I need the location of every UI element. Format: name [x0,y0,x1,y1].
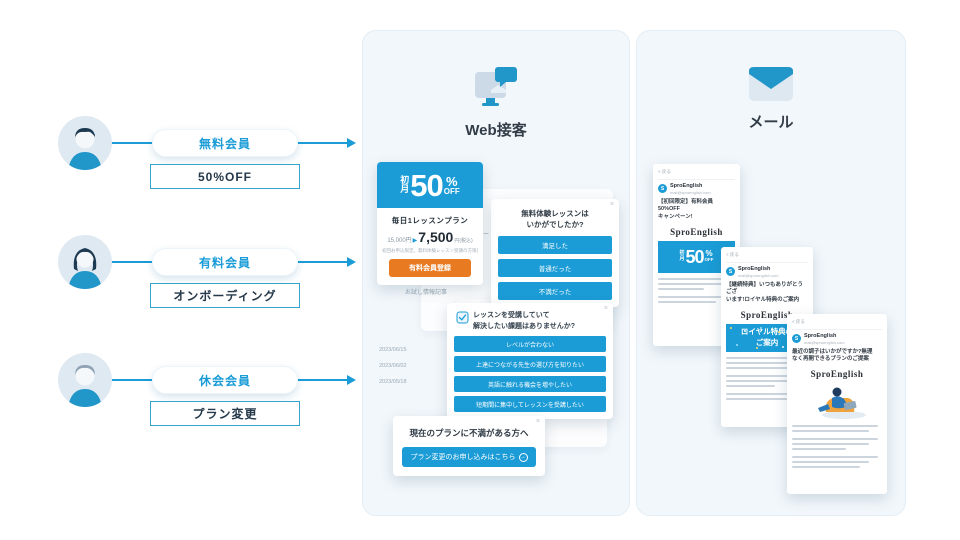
loyalty-banner-line1: ロイヤル特典の [740,327,794,337]
survey-option-neutral[interactable]: 普通だった [498,258,612,277]
promo-plan-name: 毎日1レッスンプラン [391,216,469,225]
sender-avatar: S [792,334,801,344]
promo-price-new: 7,500 [418,229,454,245]
close-icon[interactable]: × [603,305,608,312]
web-bg-tab-info[interactable]: お試し情報記事 [405,290,448,296]
avatar-free-member [58,116,112,170]
promo-register-button[interactable]: 有料会員登録 [388,259,472,277]
web-bg-date-1: 2023/06/15 [379,347,407,353]
sender-address: mail@sproenglish.com [804,339,845,345]
persona-pill-paused: 休会会員 [152,366,298,394]
promo-badge-percent: % [445,173,458,189]
issue-question-line2: 解決したい課題はありませんか? [473,322,576,330]
email-panel: メール < 戻る S SproEnglish mail@sproenglish.… [636,30,906,516]
email-back-link[interactable]: < 戻る [792,319,805,324]
issue-option-intensive[interactable]: 短期間に集中してレッスンを受講したい [454,396,606,412]
issue-option-level[interactable]: レベルが合わない [454,336,606,352]
persona-label-paused: 休会会員 [198,373,251,388]
sender-name: SproEnglish [804,333,837,339]
envelope-icon [749,67,793,101]
promo-badge-off: OFF [443,186,460,196]
email-badge-percent: % [705,249,713,259]
email-subject-line2: います!ロイヤル特典のご案内 [726,296,800,303]
close-icon[interactable]: × [535,418,540,425]
email-card-winback: < 戻る S SproEnglish mail@sproenglish.com … [787,314,887,494]
persona-pill-paid: 有料会員 [152,248,298,276]
email-subject-line1: 【初回限定】有料会員 50%OFF [658,198,714,213]
survey-option-unsatisfied[interactable]: 不満だった [498,281,612,300]
promo-badge-value: 50 [410,167,443,203]
mail-panel-title: メール [748,114,794,131]
relaxing-person-illustration [818,387,866,419]
promo-price-arrow-icon: ▶ [412,238,418,244]
web-plan-change-card: × 現在のプランに不満がある方へ プラン変更のお申し込みはこちら → [393,416,545,476]
promo-note: 初回お申込限定。無料体験レッスン受講の方限定です [382,248,478,253]
web-bg-date-2: 2023/06/02 [379,363,407,369]
sender-address: mail@sproenglish.com [670,189,711,195]
survey-option-satisfied[interactable]: 満足した [498,235,612,254]
survey-question-line1: 無料体験レッスンは [521,209,589,218]
web-engagement-panel: Web接客 メニュー お試し情報記事 キャンペーン 2023/06/15 202… [362,30,630,516]
persona-label-free: 無料会員 [198,136,251,151]
email-badge-off: OFF [704,257,714,263]
email-subject-line1: 最近の調子はいかがですか?無理 [792,348,873,355]
loyalty-banner-line2: ご案内 [755,337,779,347]
persona-tag-free: 50%OFF [150,164,300,189]
checkbox-icon [456,311,469,324]
avatar-paused-member [58,353,112,407]
email-back-link[interactable]: < 戻る [726,252,739,257]
survey-question-line2: いかがでしたか? [526,220,584,230]
close-icon[interactable]: × [609,201,614,208]
web-panel-title: Web接客 [465,122,527,139]
flow-arrowhead-2 [347,257,356,267]
email-badge-value: 50 [685,246,704,267]
flow-arrowhead-3 [347,375,356,385]
email-body-placeholder [658,277,735,303]
promo-discount-banner: 初月 50 % OFF [377,162,483,208]
issue-question-line1: レッスンを受講していて [473,312,550,319]
promo-badge-prefix: 初月 [400,174,410,194]
sender-address: mail@sproenglish.com [738,272,779,278]
email-badge-prefix: 初月 [679,250,685,262]
avatar-paid-member [58,235,112,289]
web-chat-monitor-icon [475,67,517,106]
sender-avatar: S [658,184,667,194]
persona-tag-label-paused: プラン変更 [192,407,258,421]
sender-avatar: S [726,267,735,277]
issue-option-teacher[interactable]: 上達につながる先生の選び方を知りたい [454,356,606,372]
plan-card-title: 現在のプランに不満がある方へ [409,428,529,438]
persona-tag-label-paid: オンボーディング [173,289,277,303]
flow-arrowhead-1 [347,138,356,148]
web-survey-card: × 無料体験レッスンは いかがでしたか? 満足した 普通だった 不満だった [491,199,619,307]
persona-tag-label-free: 50%OFF [197,169,252,184]
persona-tag-paused: プラン変更 [150,401,300,426]
sender-name: SproEnglish [670,183,703,189]
email-back-link[interactable]: < 戻る [658,169,671,174]
brand-logo: SproEnglish [670,226,723,237]
web-promo-card: 初月 50 % OFF 毎日1レッスンプラン 15,000円 ▶ 7,500 円… [377,162,483,285]
web-bg-date-3: 2023/05/18 [379,379,407,385]
sender-name: SproEnglish [738,266,771,272]
promo-price-old: 15,000円 [387,238,412,244]
persona-pill-free: 無料会員 [152,129,298,157]
email-subject-line2: キャンペーン! [658,213,693,220]
email-subject-line2: なく再開できるプランのご提案 [792,356,869,363]
issue-option-exposure[interactable]: 英語に触れる機会を増やしたい [454,376,606,392]
email-card-first-purchase: < 戻る S SproEnglish mail@sproenglish.com … [653,164,740,346]
email-subject-line1: 【継続特典】いつもありがとうござ [726,281,804,296]
email-body-placeholder [726,356,808,400]
persona-tag-paid: オンボーディング [150,283,300,308]
plan-change-apply-label: プラン変更のお申し込みはこちら [410,454,516,461]
plan-change-apply-button[interactable]: プラン変更のお申し込みはこちら → [402,447,536,467]
web-issue-card: × レッスンを受講していて 解決したい課題はありませんか? レベルが合わない 上… [447,303,613,419]
email-body-placeholder [792,424,882,468]
confetti-decoration [730,326,732,329]
persona-label-paid: 有料会員 [198,255,251,270]
arrow-circle-icon: → [518,452,528,462]
promo-price-unit: 円(税込) [454,238,473,244]
brand-logo: SproEnglish [810,368,864,379]
brand-logo: SproEnglish [740,309,794,320]
